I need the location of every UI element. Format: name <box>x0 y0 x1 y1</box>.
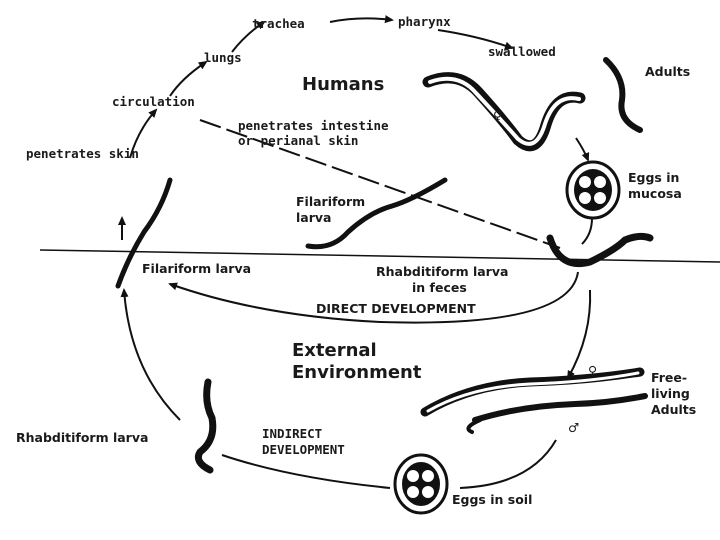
label-rhabditiform-feces-1: Rhabditiform larva <box>376 264 508 279</box>
label-external: External <box>292 340 377 361</box>
arrow-rhabditiform-to-free-living <box>567 289 592 380</box>
filariform-larva-lower <box>115 177 173 289</box>
arrow-circulation-to-lungs <box>169 60 208 97</box>
label-eggs-soil: Eggs in soil <box>452 492 532 507</box>
free-living-female-worm <box>420 367 645 417</box>
label-lungs: lungs <box>204 50 242 65</box>
eggs-in-soil-icon <box>393 453 449 515</box>
filariform-larva-upper <box>305 177 448 250</box>
label-male-symbol: ♂ <box>568 420 579 435</box>
label-filariform-upper-2: larva <box>296 210 331 225</box>
rhabditiform-larva-soil <box>194 378 217 474</box>
label-penetrates-intestine-2: or perianal skin <box>238 133 358 148</box>
label-penetrates-intestine-1: penetrates intestine <box>238 118 389 133</box>
free-living-male-worm <box>466 393 648 434</box>
adult-worm-right <box>603 57 643 133</box>
label-female-symbol-lower: ♀ <box>588 363 597 378</box>
label-eggs-mucosa-2: mucosa <box>628 186 682 201</box>
label-environment: Environment <box>292 362 422 383</box>
label-free-living-1: Free- <box>651 370 687 385</box>
label-rhabditiform-left: Rhabditiform larva <box>16 430 148 445</box>
eggs-in-mucosa-icon <box>565 160 621 220</box>
arrow-adults-to-eggs <box>575 137 590 162</box>
label-humans: Humans <box>302 74 384 95</box>
arrow-rhabditiform-to-filariform <box>120 288 181 421</box>
label-development: DEVELOPMENT <box>262 442 345 457</box>
label-indirect: INDIRECT <box>262 426 322 441</box>
autoinfection-line <box>199 119 561 249</box>
label-circulation: circulation <box>112 94 195 109</box>
label-pharynx: pharynx <box>398 14 451 29</box>
ground-line <box>39 249 720 263</box>
arrow-pharynx-to-swallowed <box>437 29 514 50</box>
label-filariform-upper-1: Filariform <box>296 194 365 209</box>
arrow-eggs-soil-to-rhabditiform <box>221 454 391 489</box>
label-trachea: trachea <box>252 16 305 31</box>
label-penetrates-skin: penetrates skin <box>26 146 139 161</box>
label-free-living-2: living <box>651 386 690 401</box>
label-eggs-mucosa-1: Eggs in <box>628 170 679 185</box>
label-direct-development: DIRECT DEVELOPMENT <box>316 301 476 316</box>
arrow-skin-to-circulation <box>129 108 158 159</box>
label-adults: Adults <box>645 64 690 79</box>
arrow-lungs-to-trachea <box>231 20 266 53</box>
label-female-symbol-upper: ♀ <box>493 108 502 123</box>
label-swallowed: swallowed <box>488 44 556 59</box>
adult-female-worm <box>422 72 586 152</box>
arrow-eggs-to-rhabditiform <box>581 217 593 245</box>
arrow-direct-development <box>168 271 579 324</box>
label-free-living-3: Adults <box>651 402 696 417</box>
label-filariform-lower: Filariform larva <box>142 261 251 276</box>
arrow-trachea-to-pharynx <box>329 15 394 24</box>
label-rhabditiform-feces-2: in feces <box>412 280 467 295</box>
rhabditiform-larva-feces <box>546 232 654 267</box>
arrow-free-living-to-eggs-soil <box>459 439 557 489</box>
